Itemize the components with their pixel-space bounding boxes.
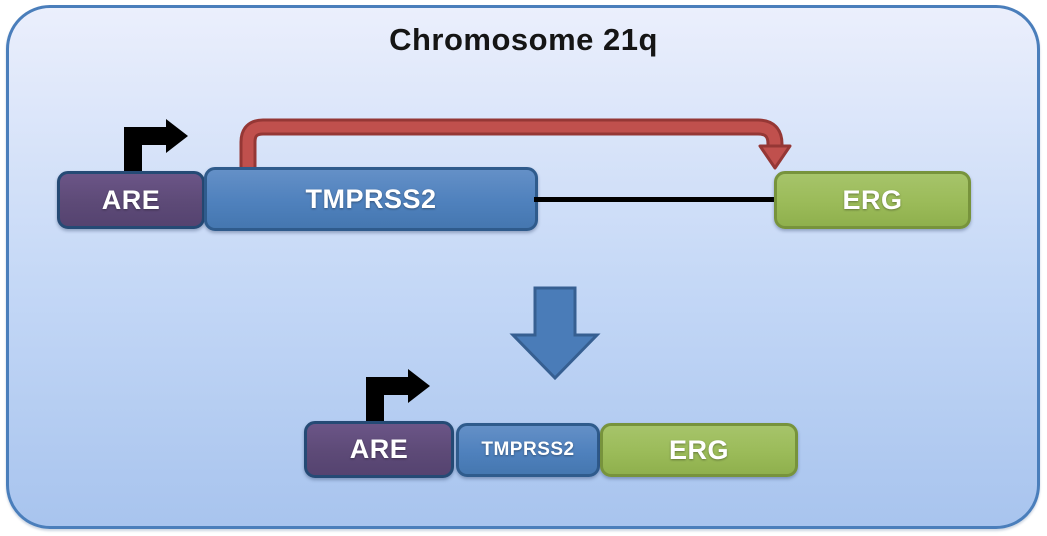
fused-erg-gene-box: ERG (600, 423, 798, 477)
translocation-curved-arrow-icon (239, 118, 792, 180)
fused-tmprss2-gene-box: TMPRSS2 (456, 423, 600, 477)
intergenic-connector-line (534, 197, 776, 202)
tmprss2-gene-box: TMPRSS2 (204, 167, 538, 231)
promoter-bent-arrow-icon (366, 369, 430, 422)
fusion-down-arrow-icon (509, 286, 601, 381)
promoter-bent-arrow-icon (124, 119, 188, 172)
fused-are-element-box: ARE (304, 421, 454, 478)
erg-gene-box: ERG (774, 171, 971, 229)
are-element-box: ARE (57, 171, 205, 229)
diagram-title: Chromosome 21q (389, 22, 658, 57)
